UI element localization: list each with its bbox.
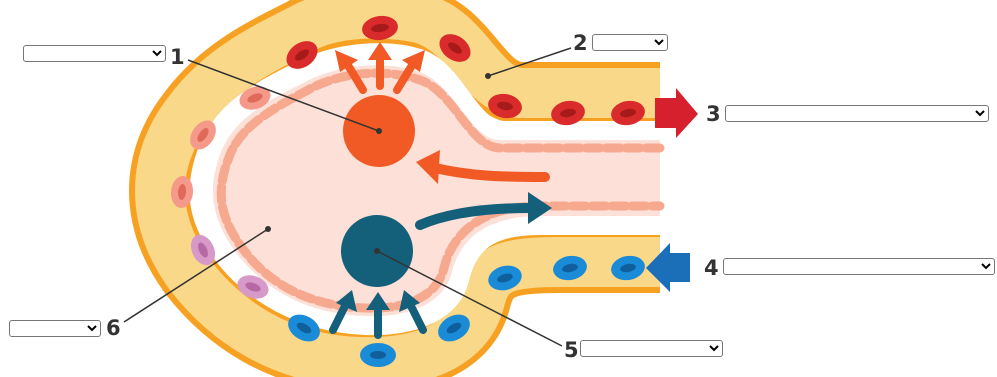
answer-dropdown-2[interactable]	[592, 34, 668, 51]
label-number-2: 2	[573, 33, 588, 54]
label-number-1: 1	[170, 47, 185, 68]
label-number-6: 6	[106, 318, 121, 339]
label-number-5: 5	[564, 340, 579, 361]
label-number-3: 3	[706, 104, 721, 125]
answer-dropdown-5[interactable]	[580, 340, 723, 357]
answer-dropdown-4[interactable]	[723, 258, 995, 275]
answer-dropdown-3[interactable]	[725, 105, 989, 122]
answer-dropdown-1[interactable]	[23, 45, 166, 62]
label-number-4: 4	[704, 258, 719, 279]
answer-dropdown-6[interactable]	[9, 320, 101, 337]
